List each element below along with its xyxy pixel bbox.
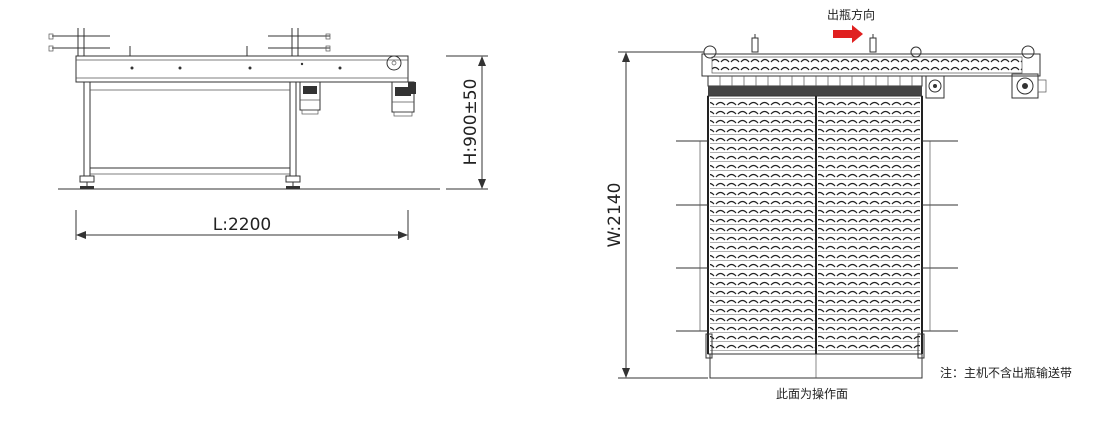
length-dimension-label: L:2200 [213, 215, 271, 235]
note-label: 注：主机不含出瓶输送带 [940, 365, 1072, 380]
top-transfer-conveyor [701, 34, 1041, 77]
flow-direction-arrow [833, 25, 863, 43]
drive-sprocket [386, 55, 402, 71]
conveyor-frame [75, 55, 409, 83]
height-dimension-label: H:900±50 [461, 79, 481, 166]
top-drive-motor-1 [925, 75, 945, 99]
chain-bed-right [818, 96, 920, 354]
guide-rail-right [268, 28, 331, 56]
transfer-slats [719, 76, 913, 86]
guide-rail-left [48, 28, 110, 56]
side-guide-arms-left [676, 140, 708, 332]
top-view: 出瓶方向 W:2140 [605, 7, 1072, 401]
operator-side-label: 此面为操作面 [776, 386, 848, 401]
width-dimension-label: W:2140 [605, 183, 625, 248]
flow-direction-label: 出瓶方向 [827, 7, 875, 22]
motor-left [299, 81, 321, 115]
side-view: L:2200 H:900±50 [48, 28, 488, 240]
dark-belt-band [708, 86, 922, 96]
motor-right [391, 81, 416, 117]
top-drive-motor-2 [1011, 73, 1047, 99]
side-guide-arms-right [922, 140, 958, 332]
chain-bed-left [710, 96, 816, 354]
